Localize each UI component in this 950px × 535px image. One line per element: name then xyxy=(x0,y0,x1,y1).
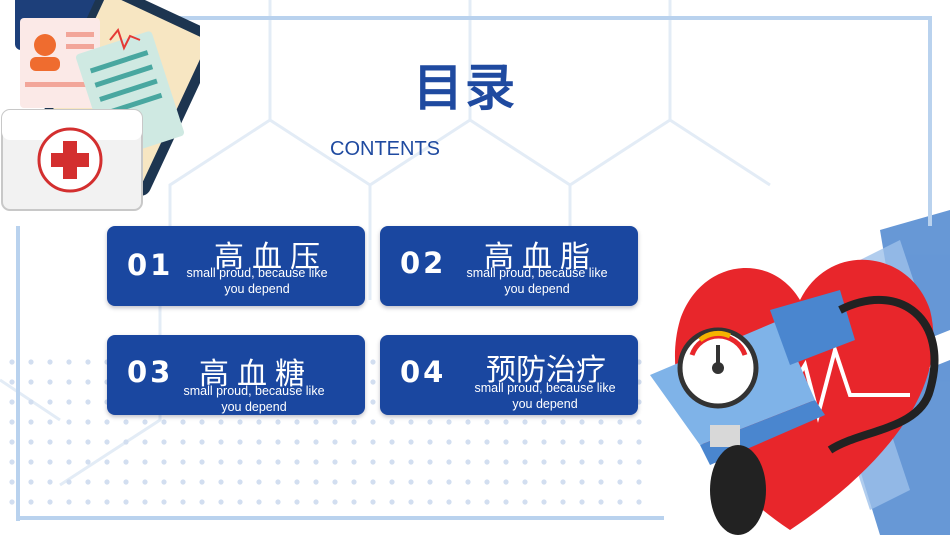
page-subtitle: CONTENTS xyxy=(330,138,440,160)
frame-line-top xyxy=(118,16,932,20)
frame-line-bottom xyxy=(16,516,664,520)
toc-item-2[interactable]: 02 高血脂 small proud, because like you dep… xyxy=(380,226,638,306)
page-title: 目录 xyxy=(413,59,517,117)
toc-item-description: small proud, because like you depend xyxy=(186,266,328,296)
toc-item-1[interactable]: 01 高血压 small proud, because like you dep… xyxy=(107,226,365,306)
toc-item-title: 预防治疗 xyxy=(486,353,606,388)
toc-item-title: 高血糖 xyxy=(199,357,313,392)
heart-illustration xyxy=(650,259,939,535)
medical-kit-icon xyxy=(1,0,200,211)
toc-item-number: 02 xyxy=(400,246,447,280)
frame-line-right xyxy=(928,16,932,226)
blood-pressure-monitor-icon xyxy=(650,290,939,535)
toc-item-description: small proud, because like you depend xyxy=(183,384,325,414)
toc-item-number: 01 xyxy=(127,248,174,282)
toc-item-title: 高血压 xyxy=(214,240,328,275)
toc-item-description: small proud, because like you depend xyxy=(466,266,608,296)
toc-item-description: small proud, because like you depend xyxy=(474,381,616,411)
toc-item-3[interactable]: 03 高血糖 small proud, because like you dep… xyxy=(107,335,365,415)
toc-item-number: 04 xyxy=(400,355,447,389)
toc-item-number: 03 xyxy=(127,355,174,389)
frame-line-left xyxy=(16,226,20,521)
toc-item-title: 高血脂 xyxy=(484,240,598,275)
toc-item-4[interactable]: 04 预防治疗 small proud, because like you de… xyxy=(380,335,638,415)
